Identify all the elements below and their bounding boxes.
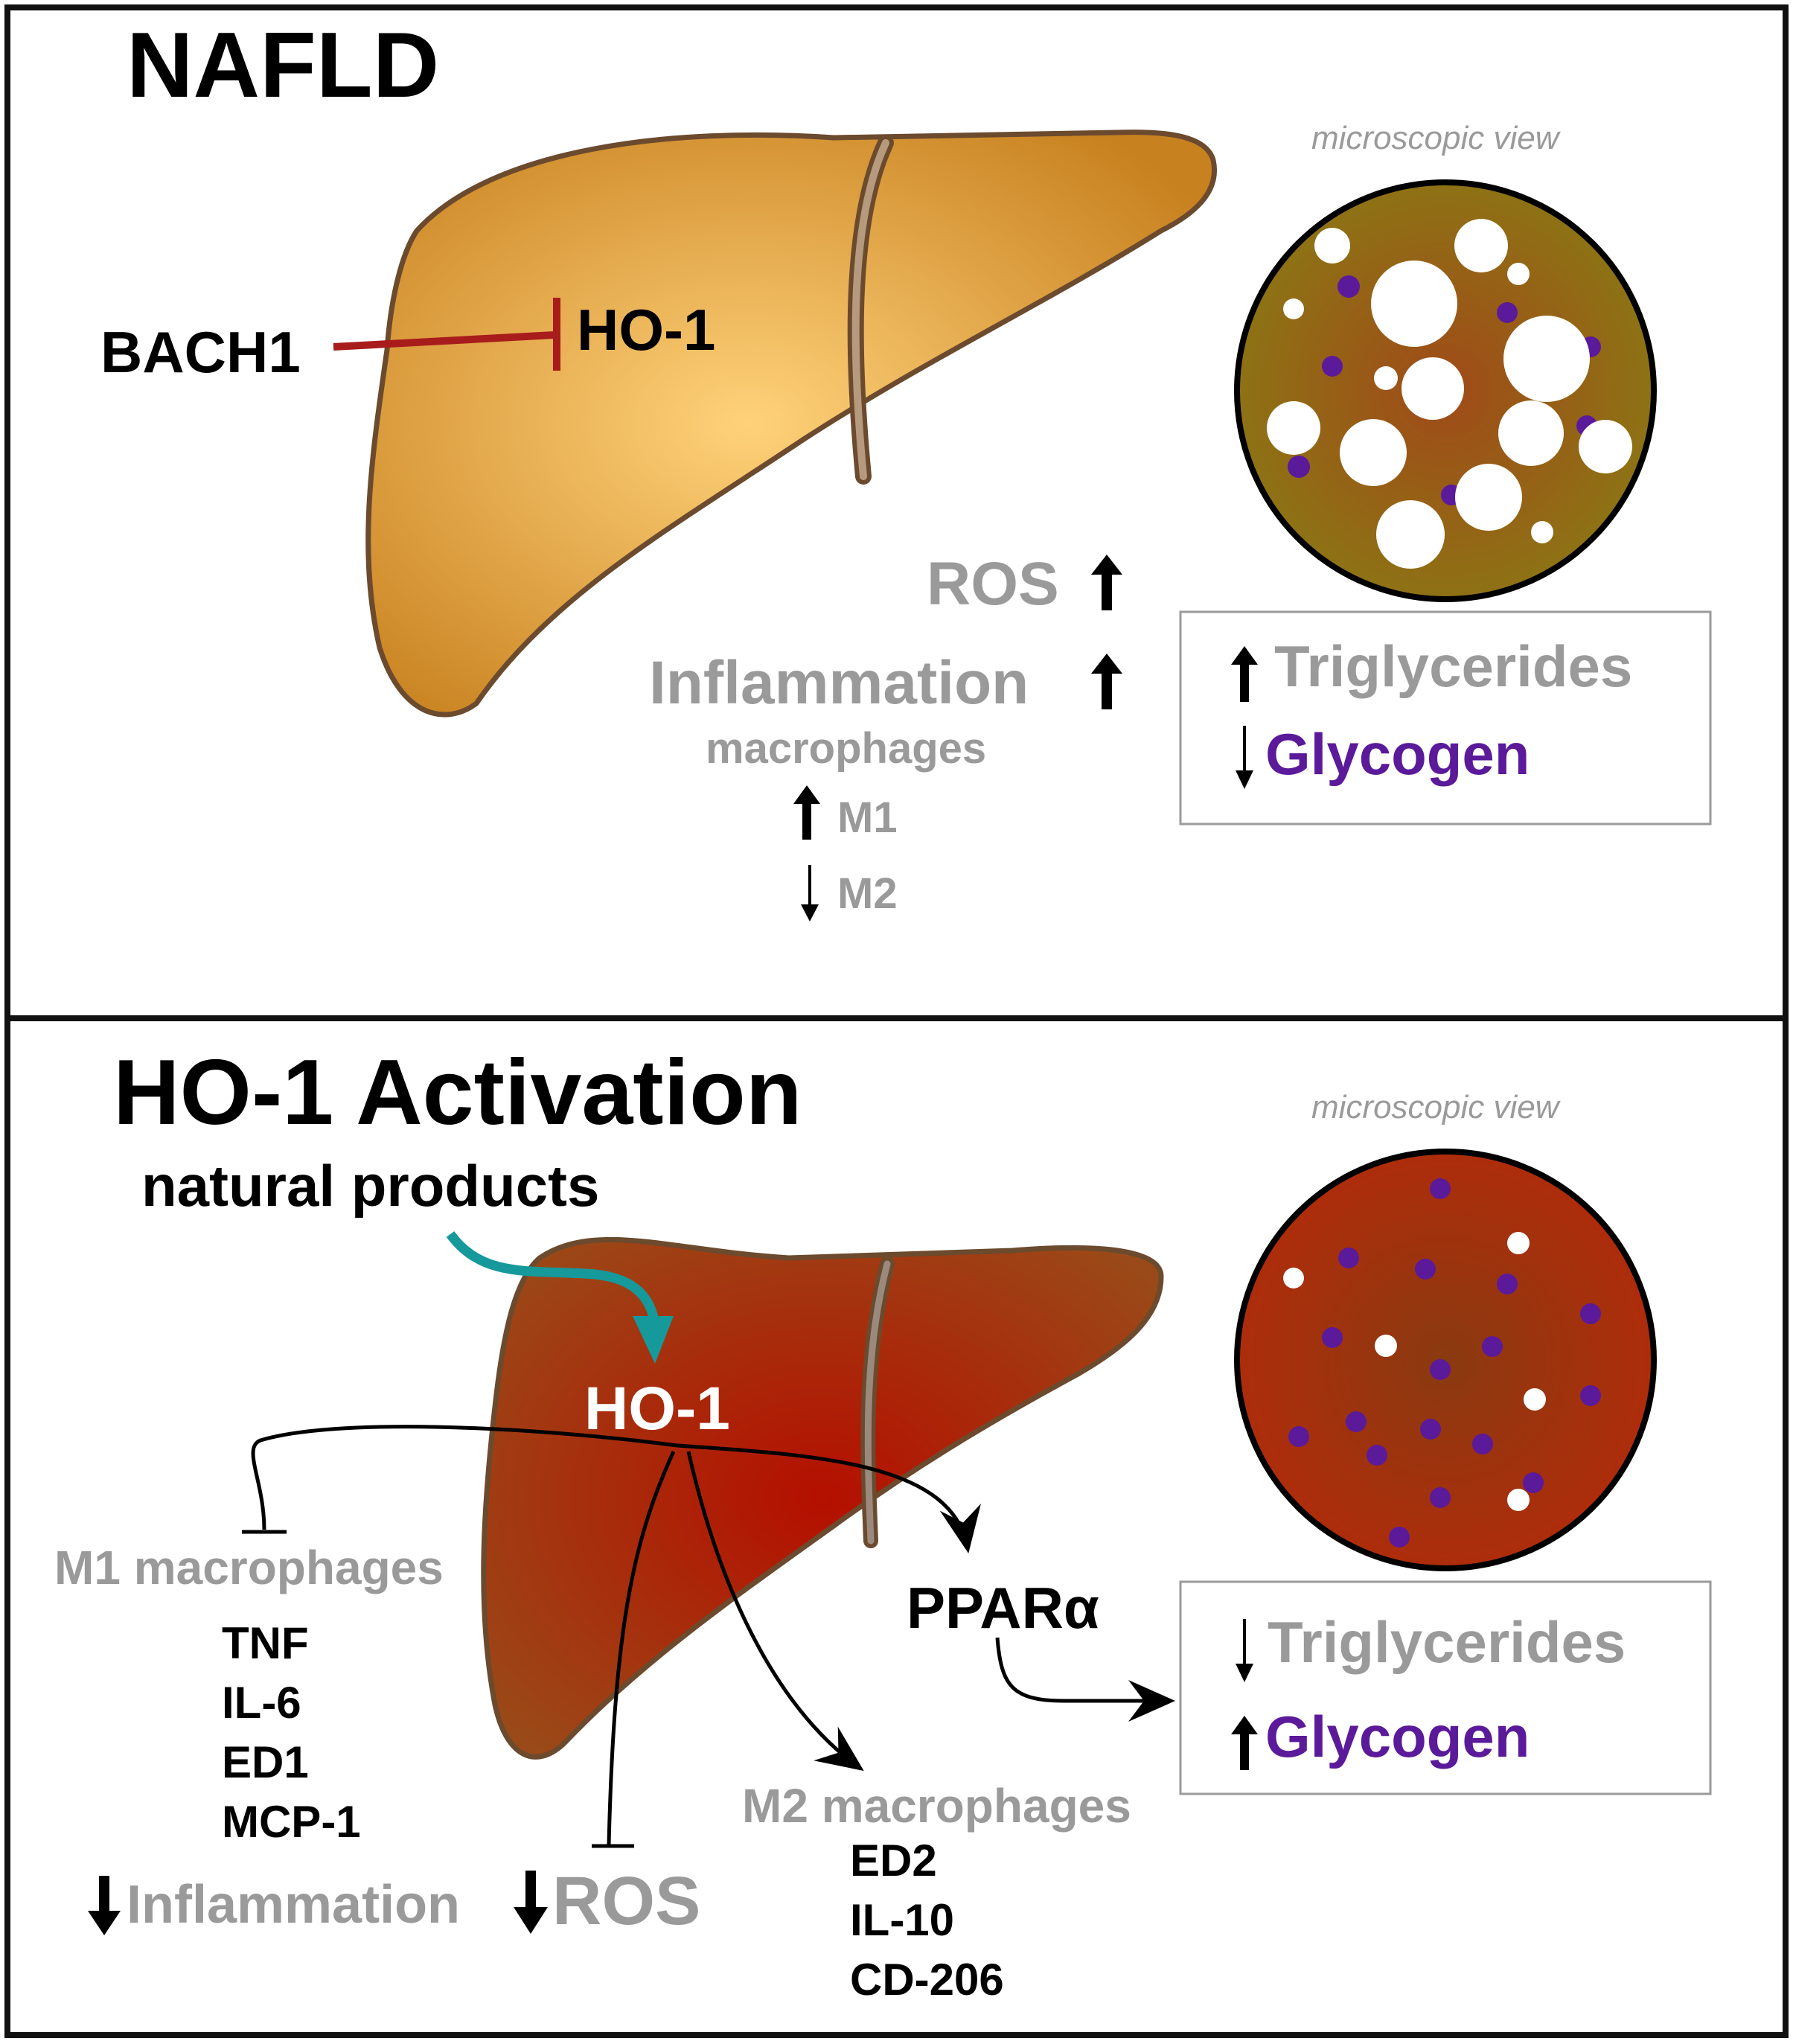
top-inflammation-up-arrow-icon <box>1091 654 1122 709</box>
m2-marker: CD-206 <box>850 1955 1004 2005</box>
m1-marker-list: TNF IL-6 ED1 MCP-1 <box>222 1618 361 1847</box>
m2-marker: ED2 <box>850 1836 937 1885</box>
bottom-glycogen-dots <box>1288 1178 1601 1548</box>
top-m1-up-arrow-icon <box>793 785 820 840</box>
bach1-label: BACH1 <box>100 319 301 385</box>
top-macrophages-label: macrophages <box>706 724 986 773</box>
bottom-metabolite-box <box>1179 1580 1712 1795</box>
m1-macrophages-label: M1 macrophages <box>54 1541 444 1594</box>
top-lipid-droplets <box>1267 219 1632 569</box>
ho1-to-ros-inhibition <box>607 1450 676 1845</box>
m1-marker: MCP-1 <box>222 1797 361 1847</box>
top-microscopic-view <box>1234 179 1657 602</box>
top-triglycerides-up-arrow-icon <box>1231 646 1258 702</box>
ho1-to-m1-inhibition <box>251 1425 678 1530</box>
bottom-triglycerides-label: Triglycerides <box>1268 1609 1626 1675</box>
m2-macrophages-label: M2 macrophages <box>742 1779 1131 1833</box>
bottom-panel-title: HO-1 Activation <box>113 1041 802 1144</box>
m1-marker: ED1 <box>222 1737 309 1787</box>
top-glycogen-label: Glycogen <box>1265 721 1530 787</box>
ho1-to-m2-arrow <box>686 1451 864 1772</box>
bottom-ros-down-arrow-icon <box>514 1871 548 1934</box>
bach1-inhibition-line <box>333 331 555 351</box>
m1-marker: TNF <box>222 1618 309 1668</box>
m2-marker: IL-10 <box>850 1895 954 1945</box>
ho1-to-ppar-arrow <box>677 1443 981 1553</box>
bottom-inflammation-label: Inflammation <box>127 1875 460 1935</box>
bottom-ho1-label: HO-1 <box>584 1375 730 1443</box>
top-liver-illustration <box>365 130 1217 718</box>
natural-products-label: natural products <box>141 1153 599 1219</box>
top-m2-label: M2 <box>837 869 898 918</box>
top-triglycerides-label: Triglycerides <box>1274 633 1632 699</box>
ppar-to-box-arrow <box>995 1637 1175 1722</box>
bottom-liver-illustration <box>481 1236 1164 1760</box>
top-inflammation-label: Inflammation <box>649 649 1029 717</box>
top-panel-title: NAFLD <box>127 14 439 117</box>
top-ros-up-arrow-icon <box>1091 555 1122 610</box>
top-metabolite-box <box>1179 610 1712 825</box>
top-m1-label: M1 <box>837 793 898 842</box>
top-glycogen-down-arrow-icon <box>1236 726 1253 789</box>
top-m2-down-arrow-icon <box>801 865 819 922</box>
natural-products-arrow <box>446 1231 660 1326</box>
bottom-inflammation-down-arrow-icon <box>88 1876 121 1935</box>
top-ho1-label: HO-1 <box>577 297 715 363</box>
bottom-panel-border <box>4 1015 1789 2038</box>
bottom-triglycerides-down-arrow-icon <box>1236 1619 1253 1682</box>
bottom-glycogen-label: Glycogen <box>1265 1704 1530 1769</box>
bottom-lipid-droplets <box>1283 1232 1546 1511</box>
bottom-ros-label: ROS <box>552 1863 700 1939</box>
natural-products-arrowhead-icon <box>633 1316 674 1364</box>
bottom-microscope-label: microscopic view <box>1311 1089 1562 1125</box>
top-ros-label: ROS <box>927 550 1059 618</box>
bottom-microscopic-view <box>1234 1149 1657 1571</box>
m2-marker-list: ED2 IL-10 CD-206 <box>850 1836 1004 2005</box>
top-glycogen-dots <box>1288 275 1601 505</box>
ppar-label: PPARα <box>907 1575 1099 1641</box>
bottom-glycogen-up-arrow-icon <box>1231 1716 1258 1770</box>
m1-marker: IL-6 <box>222 1678 301 1728</box>
top-microscope-label: microscopic view <box>1311 120 1562 156</box>
